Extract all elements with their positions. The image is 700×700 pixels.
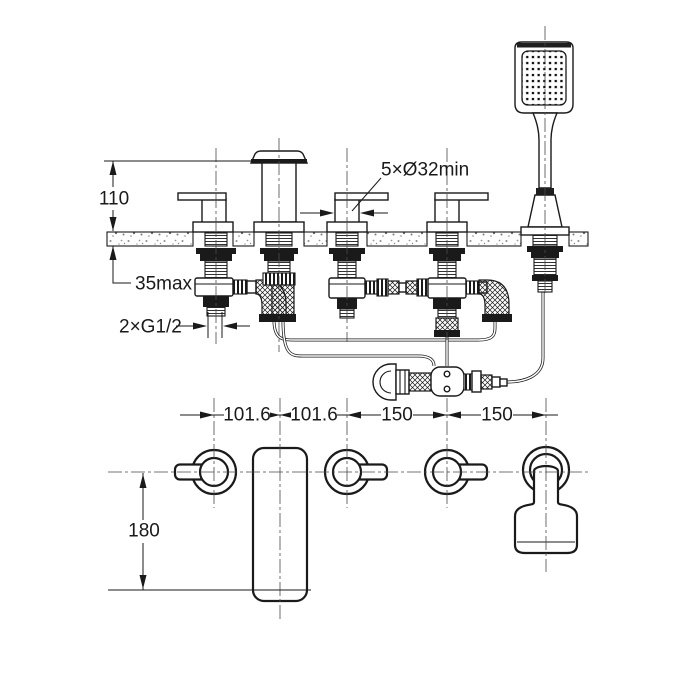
wall-elbow-plate <box>372 363 397 401</box>
dim-spacing-chain: 101.6 101.6 150 150 <box>180 404 558 426</box>
valve-unit-3 <box>326 192 389 319</box>
label-spacing-101-a: 101.6 <box>223 405 271 426</box>
label-height-110: 110 <box>99 189 129 210</box>
shower-head-top-band <box>517 43 571 48</box>
label-2xg12: 2×G1/2 <box>119 317 182 338</box>
label-reach-180: 180 <box>128 521 160 542</box>
dim-inlet-thread: 2×G1/2 <box>119 312 250 338</box>
bridge-hose <box>376 278 429 297</box>
shower-spray-face <box>521 50 567 106</box>
label-spacing-150-b: 150 <box>481 405 513 426</box>
handshower-unit <box>514 41 574 293</box>
label-spacing-101-b: 101.6 <box>290 405 338 426</box>
deck-section <box>106 231 589 247</box>
dim-deck-35max: 35max <box>109 246 193 295</box>
dim-spout-reach-180: 180 <box>108 473 311 591</box>
valve-unit-4 <box>426 192 512 337</box>
label-spacing-150-a: 150 <box>381 405 413 426</box>
label-5xo32min: 5×Ø32min <box>381 160 469 181</box>
flexible-hose-runs <box>272 292 545 384</box>
dim-holes-spec: 5×Ø32min <box>300 160 469 217</box>
centerlines <box>108 26 588 620</box>
elbow-hose-4 <box>478 279 510 317</box>
shower-outlet-union <box>372 363 508 401</box>
top-view <box>173 445 579 603</box>
label-35max: 35max <box>135 274 193 295</box>
spout-supply-hose <box>271 284 295 317</box>
dim-height-110: 110 <box>97 160 251 231</box>
